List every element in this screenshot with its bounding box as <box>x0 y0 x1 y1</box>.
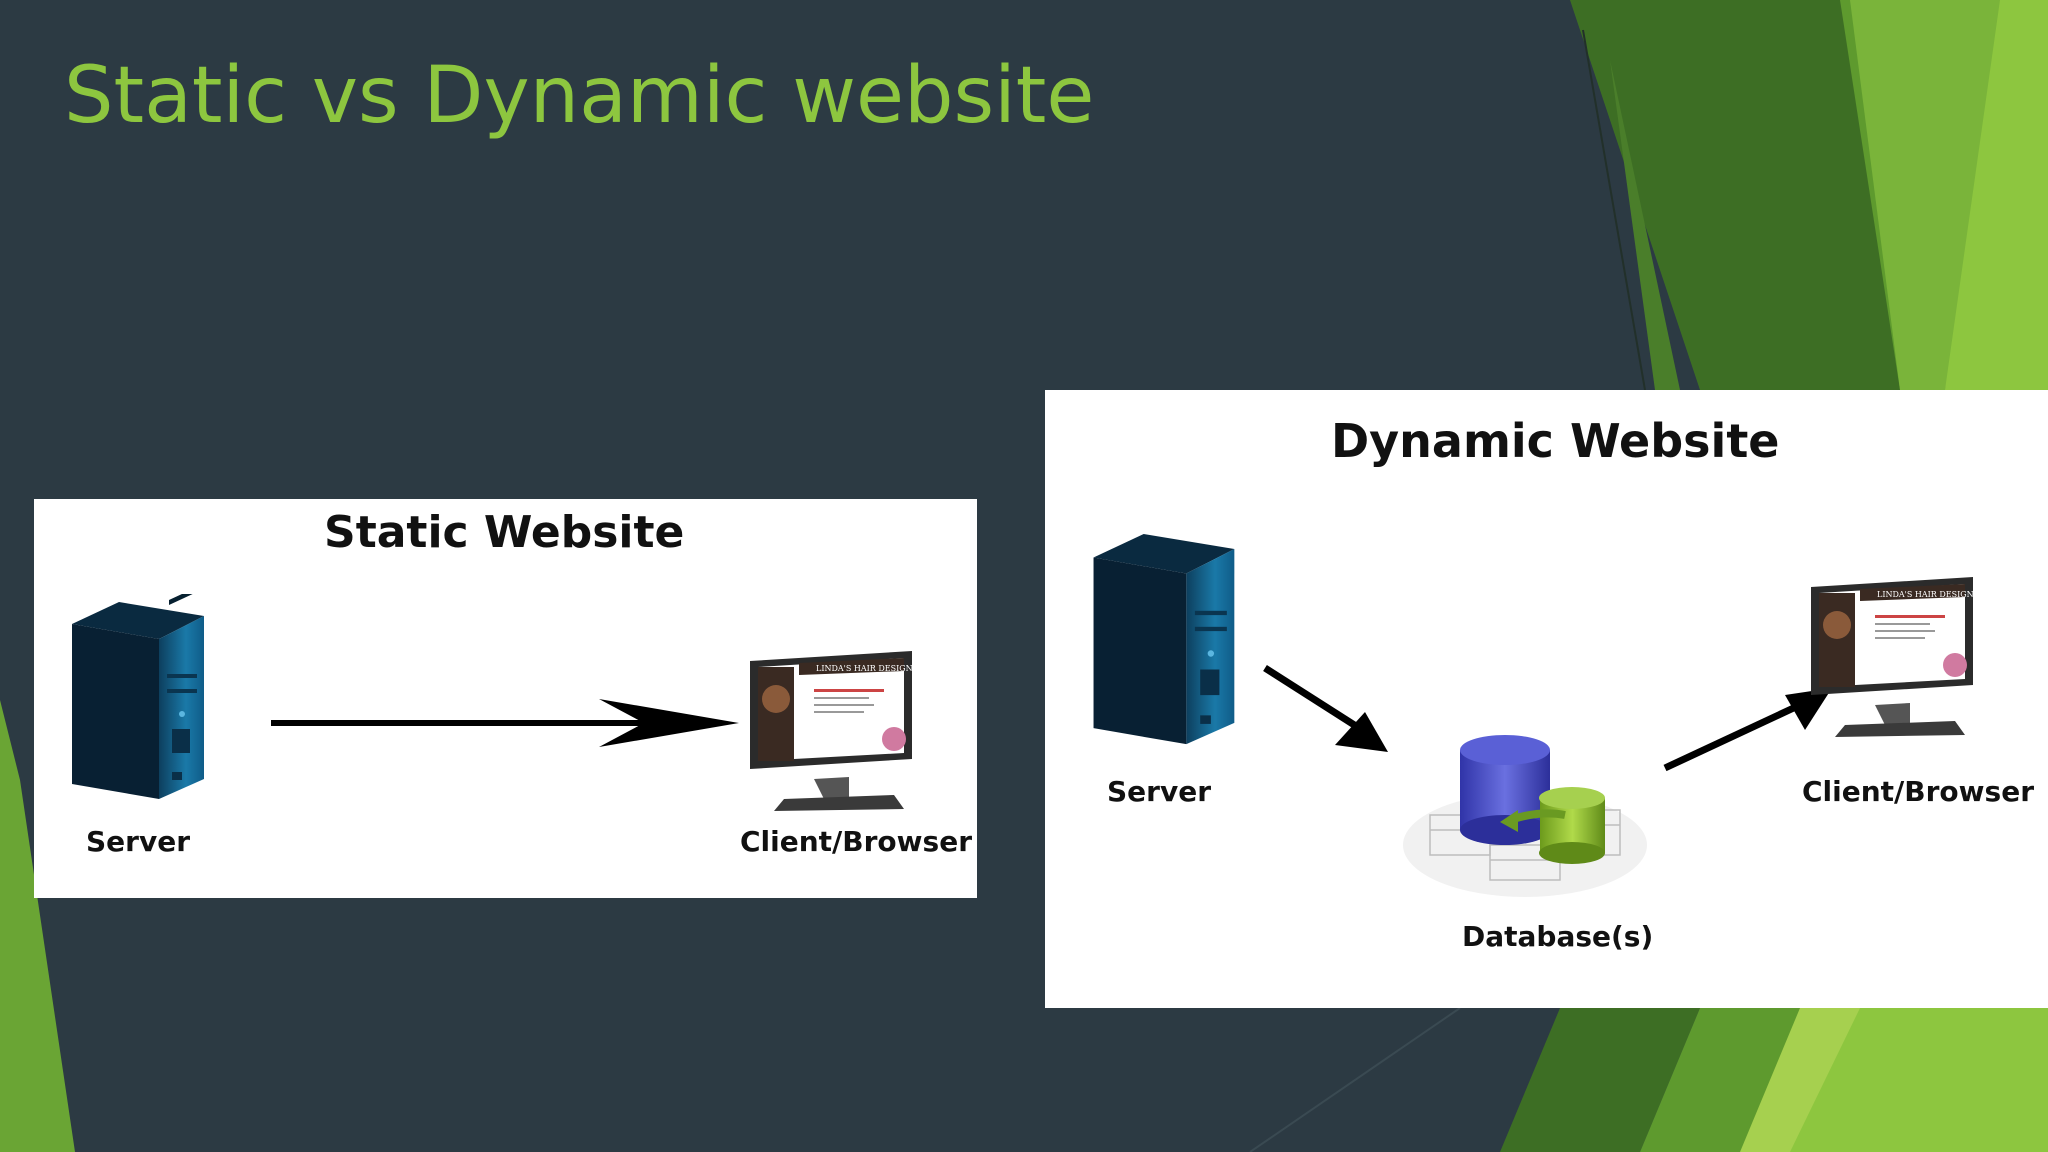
bg-shape-right-strip <box>1610 60 1680 390</box>
bg-shape-bright-green <box>1850 0 2000 390</box>
server-tower-icon <box>1093 534 1235 745</box>
bg-shape-bottom-dark <box>1500 1008 1700 1152</box>
bg-shape-bottom-light <box>1780 1008 2048 1152</box>
static-website-title: Static Website <box>324 507 685 558</box>
dynamic-database-label: Database(s) <box>1462 920 1654 953</box>
dynamic-client-label: Client/Browser <box>1802 775 2034 808</box>
static-server-label: Server <box>86 825 191 858</box>
dynamic-website-title: Dynamic Website <box>1331 414 1780 468</box>
browser-page-header: LINDA'S HAIR DESIGN <box>1877 590 1974 599</box>
bg-shape-dark-green <box>1570 0 1900 390</box>
bg-shape-left-strip <box>0 700 75 1152</box>
monitor-icon: LINDA'S HAIR DESIGN <box>1811 577 1974 737</box>
server-tower-icon <box>72 594 204 799</box>
bg-hairline-2 <box>1249 1007 1461 1152</box>
arrow-up-right-icon <box>1663 688 1832 772</box>
static-client-label: Client/Browser <box>740 825 972 858</box>
bg-shape-bottom-bright <box>1740 1008 1860 1152</box>
slide-title: Static vs Dynamic website <box>64 51 1095 141</box>
arrow-down-right-icon <box>1263 665 1388 752</box>
bg-hairline <box>1582 29 1646 391</box>
dynamic-website-diagram: Dynamic Website <box>1045 390 2048 1008</box>
dynamic-server-label: Server <box>1107 775 1212 808</box>
database-cylinders-icon <box>1403 735 1647 897</box>
monitor-icon: LINDA'S HAIR DESIGN <box>750 651 913 811</box>
static-website-diagram: Static Website <box>34 499 977 898</box>
browser-page-header: LINDA'S HAIR DESIGN <box>816 664 913 673</box>
arrow-right-icon <box>271 699 739 747</box>
